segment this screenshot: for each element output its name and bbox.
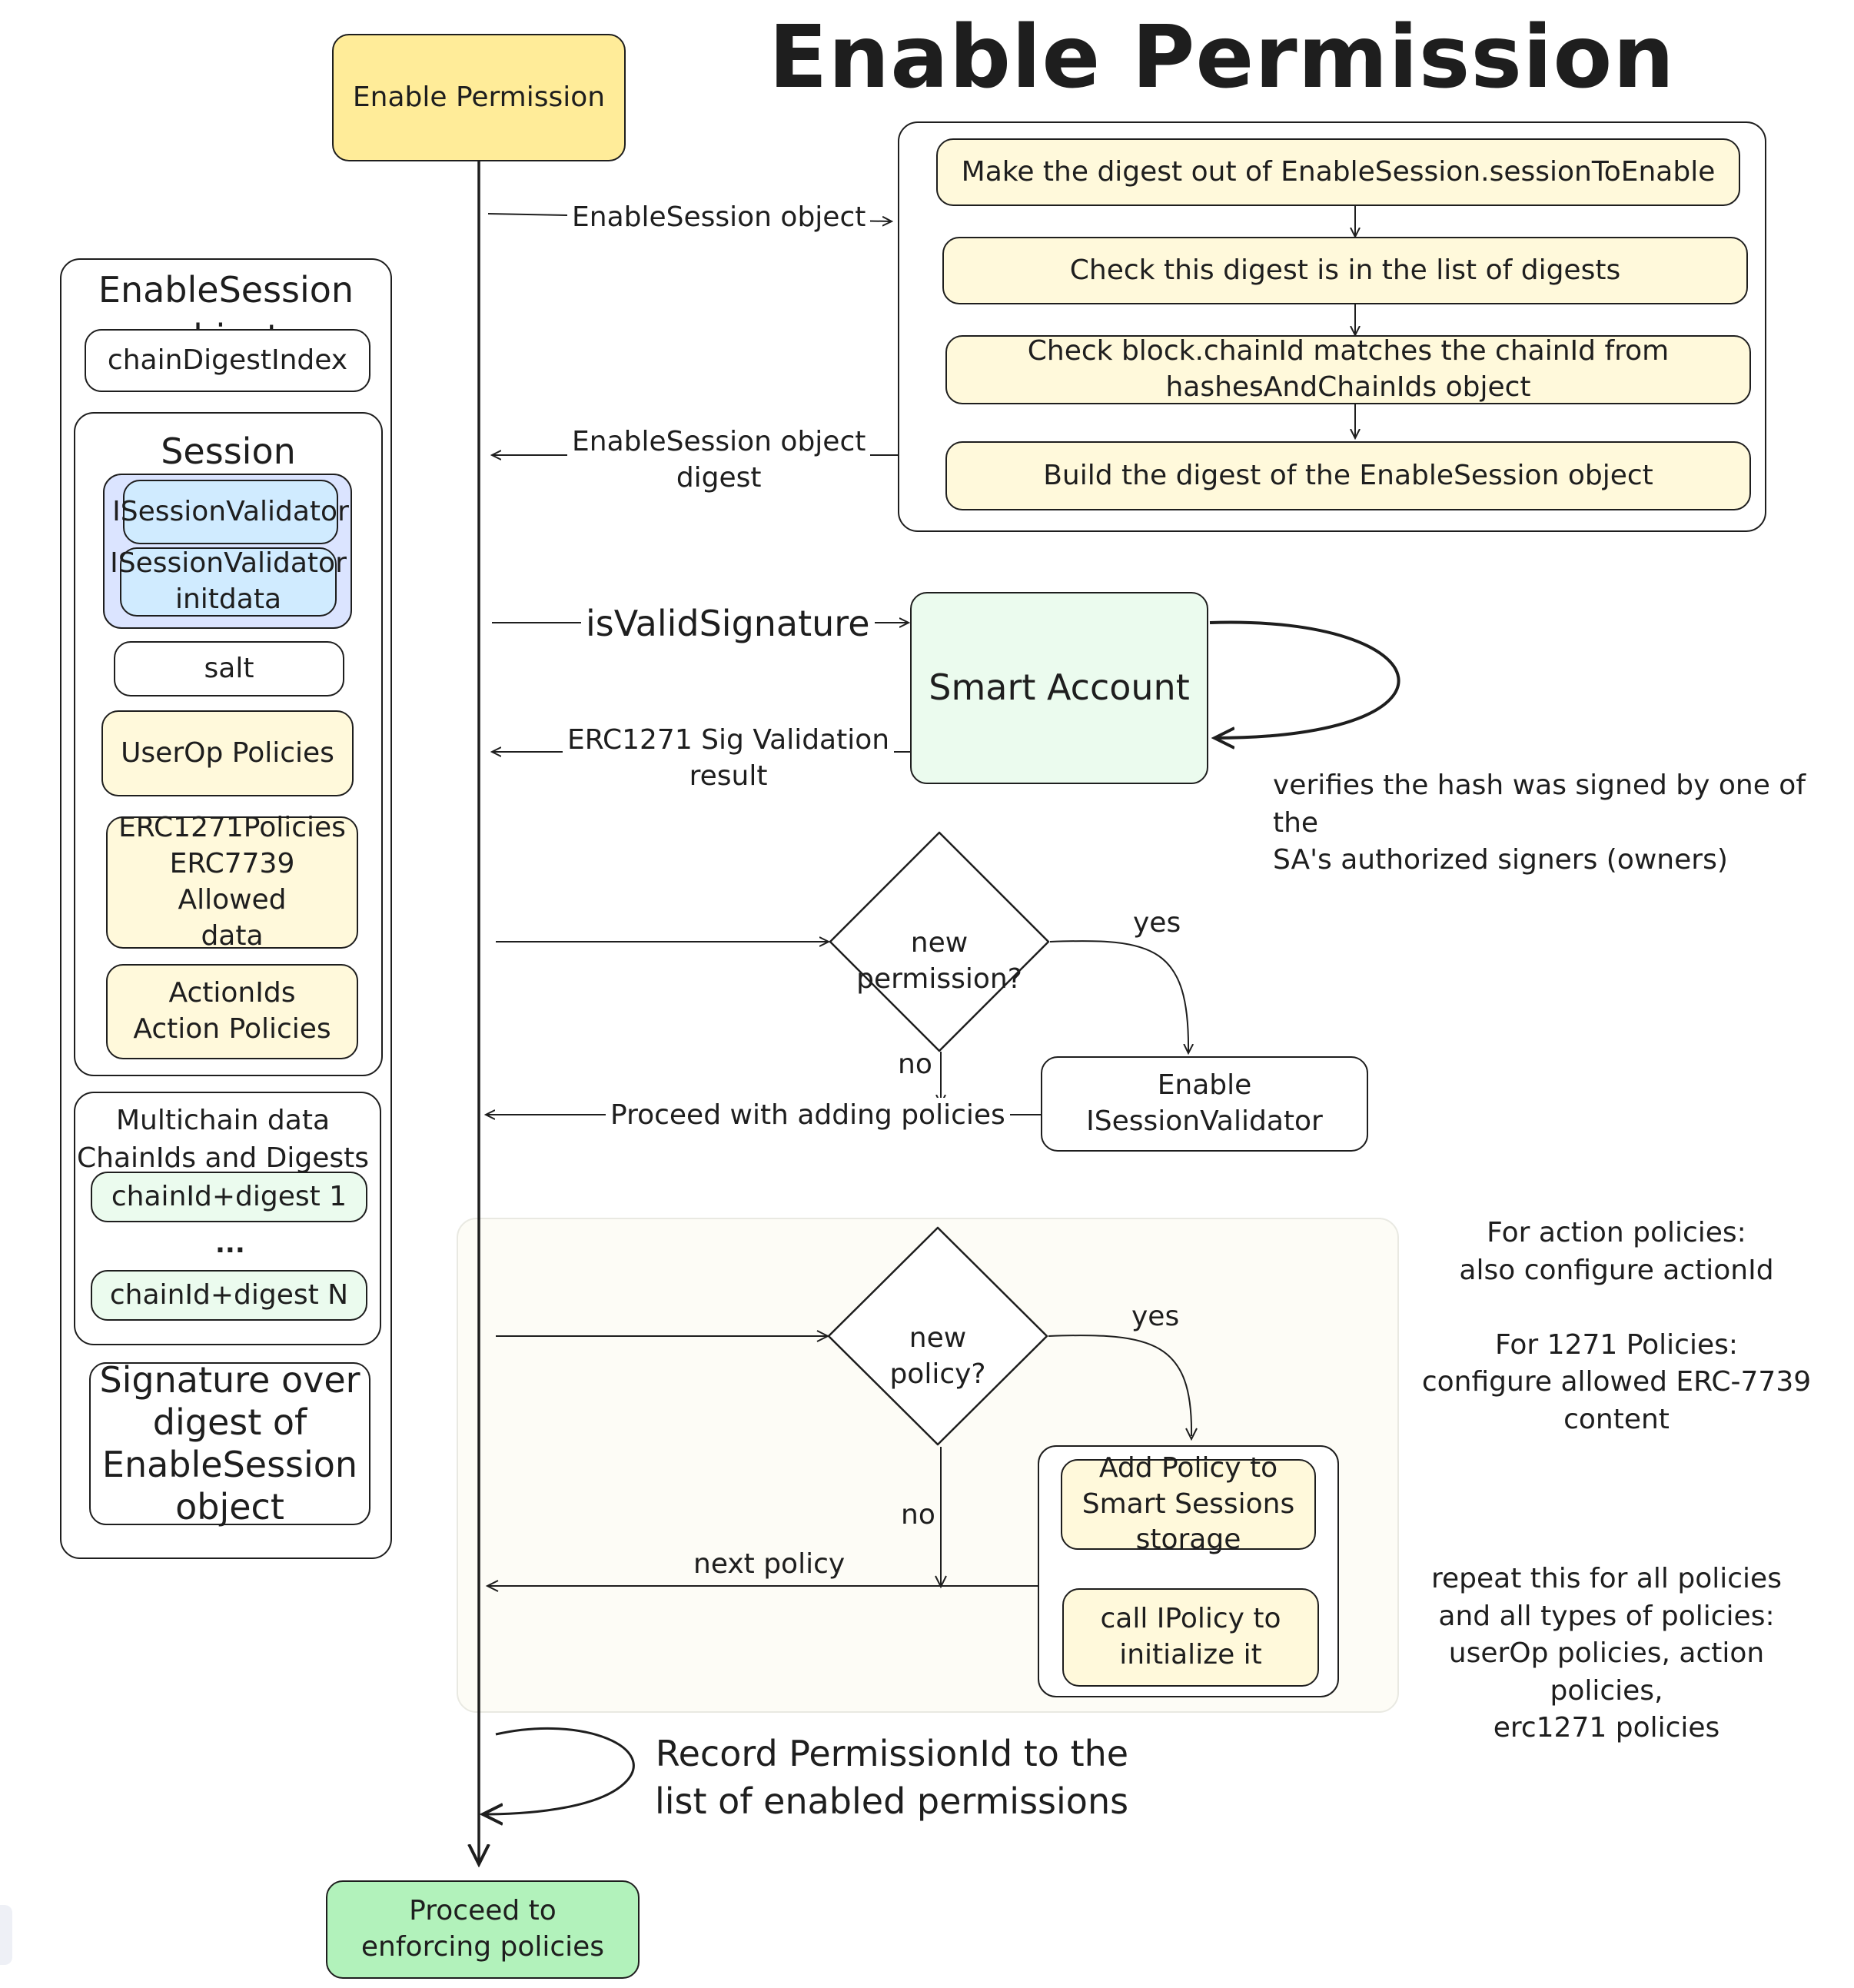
- label-proceed-adding-policies: Proceed with adding policies: [606, 1098, 1010, 1134]
- chain-digest-ellipsis: ...: [215, 1228, 245, 1259]
- chain-digest-last-field: chainId+digest N: [91, 1270, 367, 1321]
- arrow-permission-yes: [1049, 940, 1188, 1053]
- add-policy-node: Add Policy to Smart Sessions storage: [1061, 1452, 1316, 1555]
- new-permission-diamond: [829, 831, 1050, 1052]
- signature-field: Signature over digest of EnableSession o…: [89, 1359, 370, 1528]
- label-policy-yes-overlay: yes: [1131, 1301, 1180, 1332]
- chain-digest-first-field: chainId+digest 1: [91, 1172, 367, 1222]
- digest-step-4: Build the digest of the EnableSession ob…: [945, 441, 1751, 510]
- label-enable-session-object: EnableSession object: [567, 200, 871, 236]
- action-policies-field: ActionIds Action Policies: [106, 964, 358, 1059]
- session-validator-field: ISessionValidator: [112, 480, 349, 544]
- record-permission-loop: [483, 1727, 635, 1814]
- multichain-heading: Multichain data ChainIds and Digests: [76, 1105, 370, 1174]
- session-group: [74, 412, 383, 1076]
- multichain-group: [74, 1092, 381, 1345]
- decision-new-policy: new policy?: [889, 1322, 986, 1390]
- note-policy-config: For action policies: also configure acti…: [1421, 1217, 1812, 1435]
- arrow-next-policy-head: [485, 1580, 499, 1592]
- session-heading: Session: [161, 431, 296, 472]
- note-signer-check: verifies the hash was signed by one of t…: [1273, 770, 1806, 876]
- note-repeat: repeat this for all policies and all typ…: [1431, 1563, 1782, 1744]
- digest-step-3: Check block.chainId matches the chainId …: [945, 335, 1751, 404]
- digest-panel: [898, 121, 1766, 532]
- session-validator-initdata-field: ISessionValidator initdata: [110, 547, 347, 617]
- digest-step-1: Make the digest out of EnableSession.ses…: [936, 138, 1740, 206]
- smart-account-node: Smart Account: [910, 592, 1208, 784]
- arrow-to-new-policy-head: [816, 1330, 830, 1342]
- decision-new-permission: new permission?: [856, 927, 1022, 995]
- label-permission-no: no: [898, 1049, 932, 1080]
- chain-digest-index-field: chainDigestIndex: [85, 329, 370, 392]
- label-erc1271-result: ERC1271 Sig Validation result: [563, 723, 895, 795]
- new-policy-diamond-overlay: [827, 1226, 1048, 1446]
- diagram-title: Enable Permission: [769, 8, 1676, 108]
- note-record-permission: Record PermissionId to the list of enabl…: [655, 1733, 1129, 1823]
- call-ipolicy-node: call IPolicy to initialize it: [1062, 1588, 1319, 1687]
- start-node: Enable Permission: [332, 34, 626, 161]
- label-permission-yes: yes: [1133, 907, 1181, 939]
- smart-account-self-loop: [1209, 620, 1400, 738]
- end-node: Proceed to enforcing policies: [326, 1880, 640, 1979]
- arrow-policy-yes-head: [1185, 1428, 1198, 1441]
- label-enable-session-digest: EnableSession object digest: [567, 424, 871, 497]
- salt-field: salt: [114, 641, 344, 696]
- enable-validator-node: Enable ISessionValidator: [1041, 1056, 1368, 1152]
- digest-step-2: Check this digest is in the list of dige…: [942, 237, 1748, 304]
- label-next-policy-overlay: next policy: [693, 1548, 846, 1580]
- canvas-corner-mark: [0, 1905, 12, 1965]
- enable-session-object-panel: [60, 258, 392, 1559]
- label-is-valid-signature: isValidSignature: [581, 601, 875, 647]
- erc1271-policies-field: ERC1271Policies ERC7739 Allowed data: [106, 812, 358, 952]
- label-policy-no-overlay: no: [901, 1499, 935, 1531]
- arrow-policy-yes-overlay: [1048, 1335, 1193, 1437]
- userop-policies-field: UserOp Policies: [101, 710, 354, 796]
